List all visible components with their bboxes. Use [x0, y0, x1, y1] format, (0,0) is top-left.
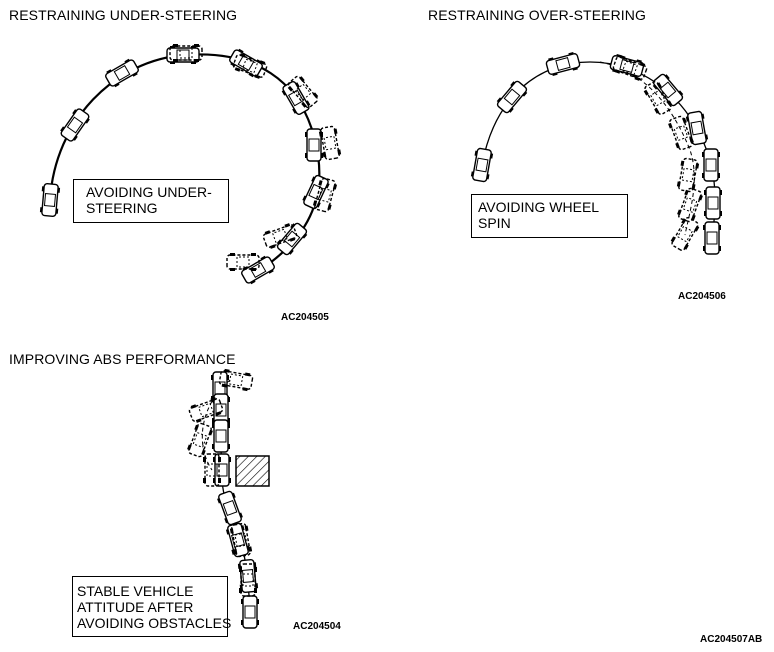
heading-over-steering: RESTRAINING OVER-STEERING — [428, 7, 646, 23]
car-icon — [702, 148, 720, 182]
ghost-car-icon — [188, 397, 224, 423]
ghost-car-icon — [229, 522, 253, 558]
under-steering-code: AC204505 — [281, 312, 329, 323]
over-steering-code: AC204506 — [678, 291, 726, 302]
ghost-car-icon — [239, 563, 257, 597]
ghost-car-icon — [169, 44, 203, 62]
ghost-car-icon — [676, 157, 700, 193]
car-icon — [609, 53, 645, 79]
abs-code: AC204504 — [293, 621, 341, 632]
under-steering-path — [48, 53, 321, 271]
car-icon — [241, 255, 275, 285]
car-icon — [105, 58, 139, 88]
car-icon — [212, 419, 230, 453]
car-icon — [685, 110, 709, 146]
car-icon — [60, 108, 90, 142]
car-icon — [217, 490, 243, 526]
ghost-car-icon — [226, 253, 260, 271]
car-icon — [302, 174, 330, 210]
car-icon — [470, 147, 494, 183]
obstacle-icon — [235, 455, 270, 487]
car-icon — [229, 48, 263, 78]
under-steering-caption: AVOIDING UNDER- STEERING — [73, 179, 229, 223]
car-icon — [703, 221, 721, 255]
car-icon — [241, 595, 259, 629]
ghost-car-icon — [262, 223, 298, 249]
car-icon — [213, 453, 231, 487]
heading-abs-performance: IMPROVING ABS PERFORMANCE — [9, 351, 236, 367]
heading-under-steering: RESTRAINING UNDER-STEERING — [9, 7, 238, 23]
car-icon — [545, 51, 581, 77]
abs-caption: STABLE VEHICLE ATTITUDE AFTER AVOIDING O… — [72, 576, 231, 637]
car-icon — [496, 80, 528, 114]
ghost-car-icon — [670, 217, 700, 251]
car-icon — [39, 183, 61, 217]
ghost-car-icon — [187, 422, 213, 458]
ghost-car-icon — [203, 453, 221, 487]
car-icon — [704, 186, 722, 220]
over-steering-caption: AVOIDING WHEEL SPIN — [471, 194, 628, 238]
ghost-car-icon — [643, 81, 673, 115]
over-steering-slide-path — [599, 61, 695, 236]
figure-code: AC204507AB — [700, 634, 763, 645]
ghost-car-icon — [677, 187, 703, 223]
car-icon — [305, 128, 323, 162]
